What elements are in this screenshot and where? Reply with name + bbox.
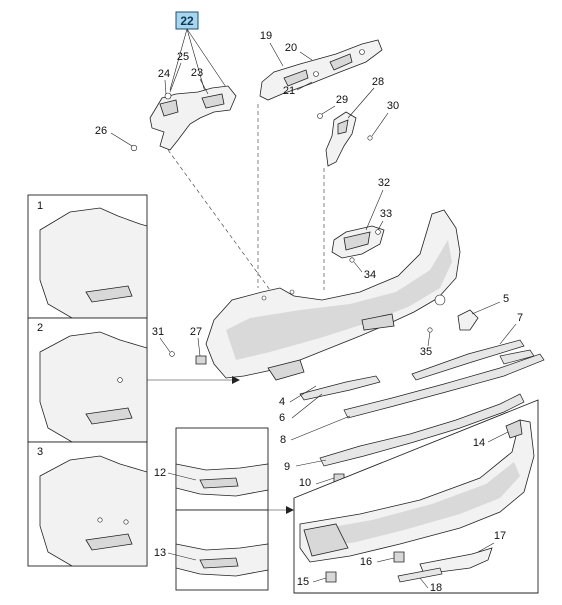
callout-31[interactable]: 31 bbox=[152, 326, 164, 338]
callout-4[interactable]: 4 bbox=[279, 396, 285, 408]
callout-28[interactable]: 28 bbox=[372, 76, 384, 88]
callout-17[interactable]: 17 bbox=[494, 530, 506, 542]
callout-21[interactable]: 21 bbox=[283, 85, 295, 97]
callout-27[interactable]: 27 bbox=[190, 326, 202, 338]
lower-mount-bracket bbox=[331, 225, 385, 259]
center-mount-bracket bbox=[325, 111, 357, 167]
callout-35[interactable]: 35 bbox=[420, 346, 432, 358]
callout-20[interactable]: 20 bbox=[285, 42, 297, 54]
side-bracket-assembly bbox=[149, 85, 237, 151]
callout-25[interactable]: 25 bbox=[177, 51, 189, 63]
callout-29[interactable]: 29 bbox=[336, 94, 348, 106]
callout-2[interactable]: 2 bbox=[37, 322, 43, 334]
callout-12[interactable]: 12 bbox=[154, 467, 166, 479]
callout-9[interactable]: 9 bbox=[284, 461, 290, 473]
callout-26[interactable]: 26 bbox=[95, 125, 107, 137]
screw-fastener-26 bbox=[130, 144, 138, 152]
callout-30[interactable]: 30 bbox=[387, 100, 399, 112]
variant-box-2 bbox=[27, 317, 148, 443]
callout-8[interactable]: 8 bbox=[280, 434, 286, 446]
callout-3[interactable]: 3 bbox=[37, 446, 43, 458]
callout-10[interactable]: 10 bbox=[299, 477, 311, 489]
lower-strip-8 bbox=[343, 353, 545, 419]
callout-5[interactable]: 5 bbox=[503, 293, 509, 305]
callout-15[interactable]: 15 bbox=[297, 576, 309, 588]
callout-1[interactable]: 1 bbox=[37, 200, 43, 212]
callout-14[interactable]: 14 bbox=[473, 437, 485, 449]
bumper-fascia-main bbox=[205, 209, 461, 381]
callout-18[interactable]: 18 bbox=[430, 582, 442, 594]
trim-strip-7 bbox=[411, 339, 525, 381]
detail-box-12 bbox=[175, 427, 269, 511]
callout-22[interactable]: 22 bbox=[180, 14, 194, 28]
callout-23[interactable]: 23 bbox=[191, 67, 203, 79]
upper-support-bar bbox=[259, 39, 383, 101]
callout-33[interactable]: 33 bbox=[380, 208, 392, 220]
variant-box-1 bbox=[27, 194, 148, 319]
callout-6[interactable]: 6 bbox=[279, 412, 285, 424]
callout-13[interactable]: 13 bbox=[154, 547, 166, 559]
trim-bar-18 bbox=[397, 567, 443, 583]
callout-34[interactable]: 34 bbox=[364, 269, 376, 281]
detail-box-13 bbox=[175, 509, 269, 591]
callout-16[interactable]: 16 bbox=[360, 556, 372, 568]
trim-strip-6 bbox=[299, 375, 381, 401]
lower-valance-box bbox=[293, 399, 539, 594]
callout-7[interactable]: 7 bbox=[517, 312, 523, 324]
callout-19[interactable]: 19 bbox=[260, 30, 272, 42]
valance-strip-9 bbox=[319, 393, 525, 467]
callout-32[interactable]: 32 bbox=[378, 177, 390, 189]
variant-box-3 bbox=[27, 441, 148, 567]
callout-24[interactable]: 24 bbox=[158, 68, 170, 80]
